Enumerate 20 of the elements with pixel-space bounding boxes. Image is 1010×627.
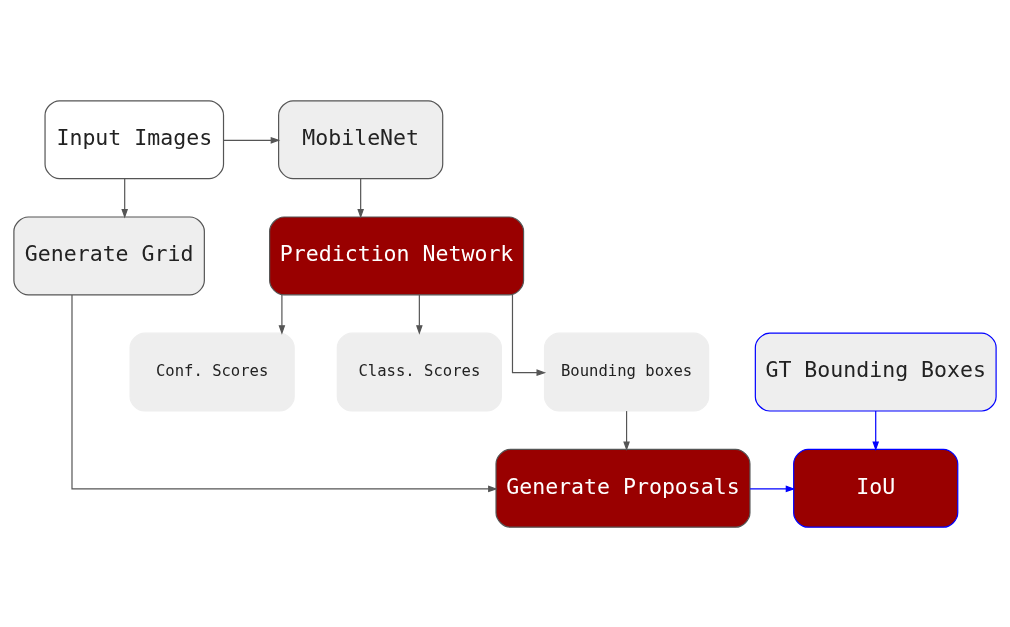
arrow xyxy=(511,294,547,376)
node-box: Class. Scores xyxy=(336,332,502,412)
arrow xyxy=(121,177,129,219)
arrow xyxy=(416,293,423,335)
node-box: Generate Proposals xyxy=(495,448,751,528)
node-box: MobileNet xyxy=(278,99,444,179)
node-box: Input Images xyxy=(44,99,225,179)
node-box: Conf. Scores xyxy=(129,332,295,412)
arrow xyxy=(71,293,498,492)
node-box: GT Bounding Boxes xyxy=(754,332,997,412)
arrow xyxy=(357,177,365,219)
arrow xyxy=(749,485,796,492)
node-box: IoU xyxy=(793,448,959,528)
node-box: Prediction Network xyxy=(269,215,525,295)
arrow xyxy=(623,410,630,451)
arrow xyxy=(278,293,286,335)
arrow xyxy=(223,136,281,144)
node-box: Generate Grid xyxy=(13,215,205,295)
arrow xyxy=(872,410,880,451)
node-box: Bounding boxes xyxy=(543,332,710,412)
